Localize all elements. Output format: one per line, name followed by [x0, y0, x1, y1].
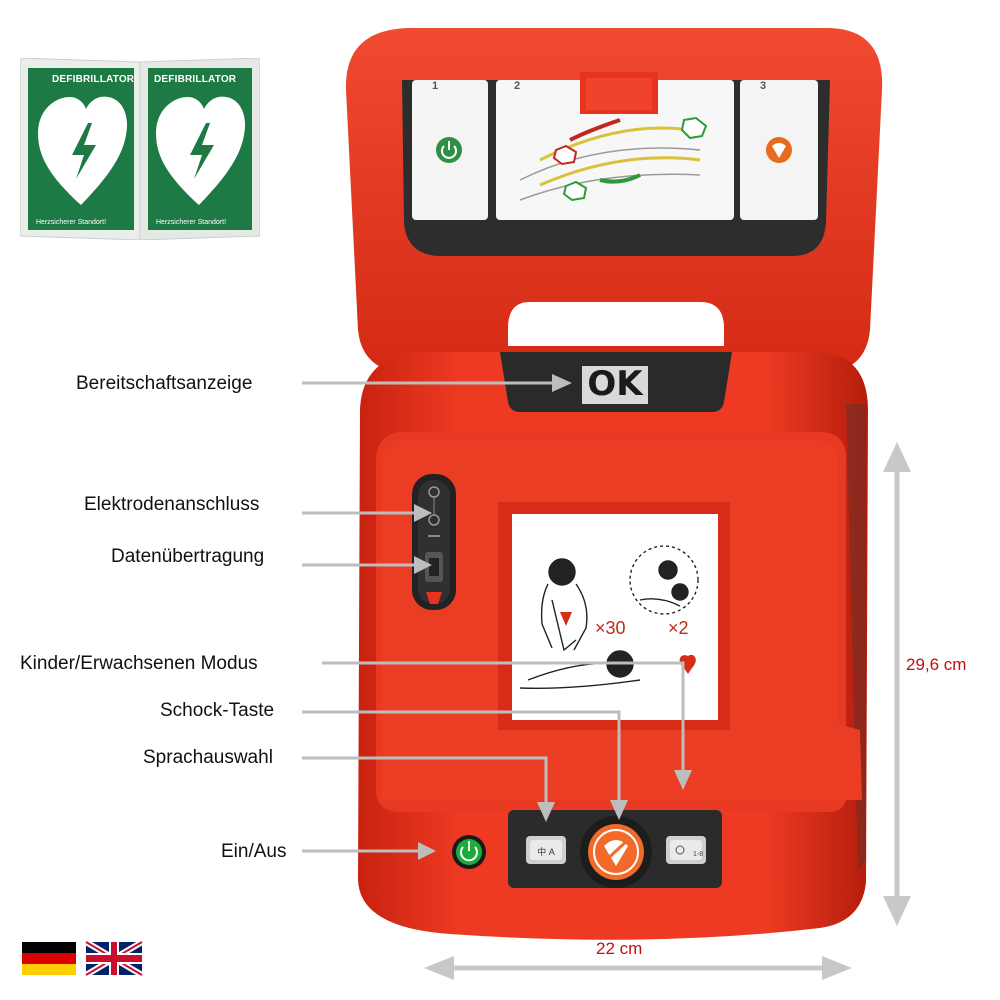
german-flag[interactable]	[22, 942, 76, 975]
heart-pediatric-icon	[679, 654, 696, 674]
sign-title-right: DEFIBRILLATOR	[154, 74, 237, 85]
callout-lines	[302, 374, 692, 860]
label-shock-button: Schock-Taste	[160, 700, 275, 721]
sign-title-left: DEFIBRILLATOR	[52, 74, 135, 85]
cpr-illustration	[519, 545, 699, 690]
label-electrode-port: Elektrodenanschluss	[84, 494, 260, 515]
dimension-width: 22 cm	[596, 939, 643, 958]
dimension-height: 29,6 cm	[906, 655, 967, 674]
aed-sign: DEFIBRILLATOR DEFIBRILLATOR Herzsicherer…	[19, 57, 261, 241]
status-display-text: OK	[587, 364, 643, 404]
heart-lightning-icon	[38, 96, 128, 205]
svg-text:1-8: 1-8	[693, 851, 703, 858]
cpr-breaths-label: ×2	[668, 618, 689, 638]
label-language-select: Sprachauswahl	[143, 747, 273, 768]
lid-step-2: 2	[514, 80, 521, 92]
label-power: Ein/Aus	[221, 841, 287, 862]
cpr-compressions-label: ×30	[595, 618, 626, 638]
label-data-transfer: Datenübertragung	[111, 546, 265, 567]
electrode-port-icon	[428, 486, 440, 537]
heart-lightning-icon-right	[156, 96, 246, 205]
device-lid	[345, 28, 883, 374]
svg-text:中 A: 中 A	[537, 846, 555, 857]
sign-footer-left: Herzsicherer Standort!	[36, 219, 107, 226]
lid-step-3: 3	[760, 80, 767, 92]
dimension-arrows	[424, 442, 911, 980]
sign-footer-right: Herzsicherer Standort!	[156, 219, 227, 226]
uk-flag[interactable]	[84, 939, 144, 978]
lid-step-1: 1	[432, 80, 439, 92]
cpr-instruction-card	[512, 514, 718, 720]
aed-sign-graphic	[19, 57, 261, 241]
label-child-adult-mode: Kinder/Erwachsenen Modus	[20, 653, 258, 674]
device-body: 中 A 1-8	[358, 352, 868, 940]
label-readiness: Bereitschaftsanzeige	[76, 373, 253, 394]
pad-placement-illustration	[519, 116, 708, 202]
